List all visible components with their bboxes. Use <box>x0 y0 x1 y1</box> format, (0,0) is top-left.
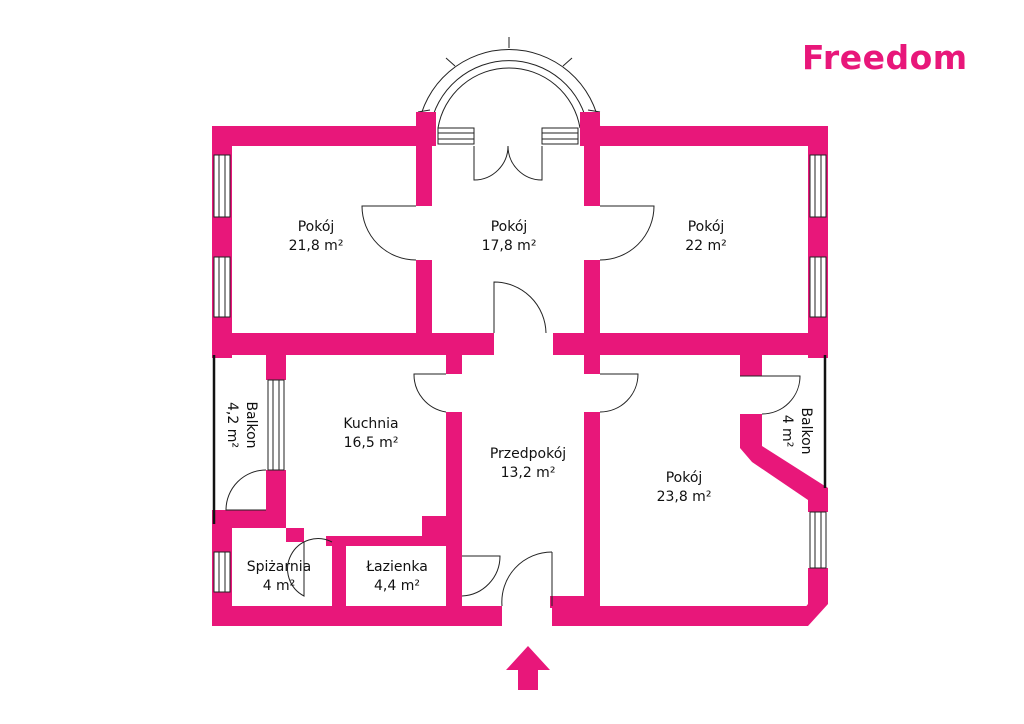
room-label-balkon-2: Balkon4 m² <box>779 407 814 454</box>
brand-logo: Freedom <box>802 38 968 77</box>
windows <box>213 127 827 593</box>
entrance-arrow-icon <box>506 646 550 690</box>
doors <box>225 145 801 607</box>
balcony-railings <box>212 355 827 524</box>
room-label-balkon-1: Balkon4,2 m² <box>224 401 259 448</box>
bay-window <box>417 37 601 129</box>
